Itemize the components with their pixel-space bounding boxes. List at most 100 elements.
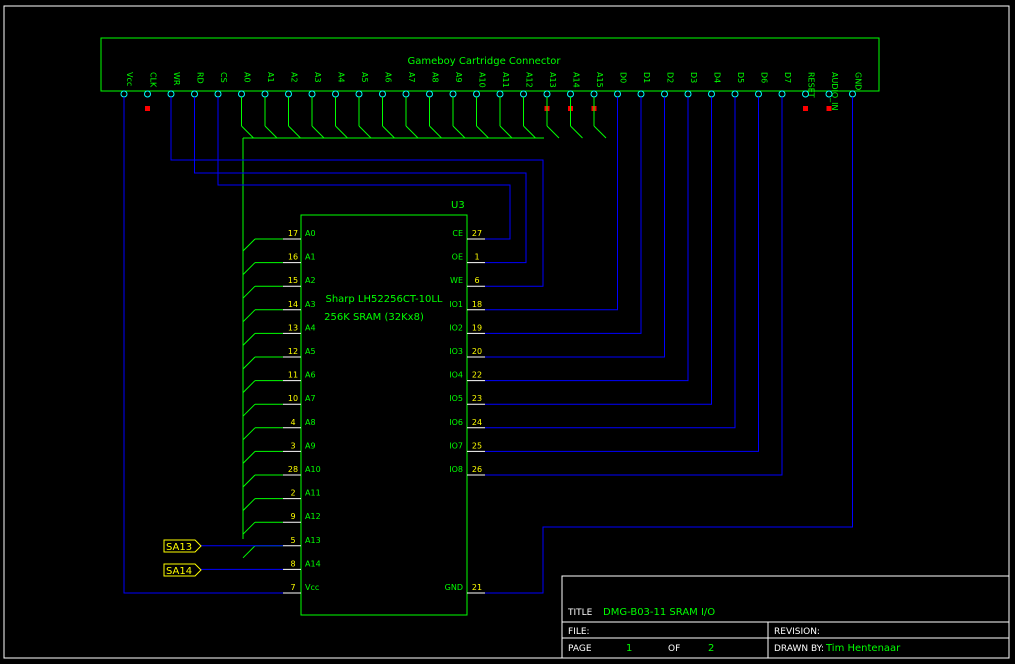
- wire-rd-oe: [194, 97, 527, 264]
- net-label-sa14-text: SA14: [166, 566, 192, 577]
- bus-entry-a2: [288, 125, 301, 139]
- wire-d0-io1: [485, 97, 618, 311]
- connector-pin-rd: [191, 90, 198, 98]
- page-total: 2: [708, 643, 714, 654]
- connector-pin-label-a9: A9: [454, 72, 463, 83]
- net-label-sa13: SA13: [163, 539, 202, 553]
- connector-pin-gnd: [849, 90, 856, 98]
- drawn-by-label: DRAWN BY:: [774, 644, 824, 654]
- chip-pin-number-a8: 4: [290, 418, 295, 427]
- connector-pin-label-a4: A4: [337, 72, 346, 83]
- connector-pin-a1: [261, 90, 269, 98]
- chip-pin-number-io2: 19: [472, 323, 482, 332]
- connector-pin-audio-in: [825, 90, 833, 98]
- chip-pin-number-we: 6: [474, 276, 479, 285]
- connector-pin-d3: [684, 90, 692, 98]
- chip-pin-number-a12: 9: [290, 512, 295, 521]
- connector-pin-d2: [661, 90, 668, 98]
- connector-pin-a2: [285, 90, 292, 98]
- chip-pin-number-a4: 13: [288, 323, 298, 332]
- wire-d5-io6: [485, 97, 736, 429]
- chip-description: 256K SRAM (32Kx8): [324, 312, 424, 323]
- connector-pin-a3: [308, 90, 316, 98]
- connector-pin-label-clk: CLK: [149, 72, 158, 88]
- connector-pin-label-a10: A10: [478, 72, 487, 88]
- bus-entry-a11: [499, 125, 513, 139]
- bus-entry-a9: [452, 125, 466, 139]
- net-label-sa14: SA14: [163, 563, 202, 577]
- bus-exit-a12: [242, 521, 256, 535]
- connector-pin-label-d5: D5: [736, 72, 745, 83]
- connector-pin-label-cs: CS: [219, 72, 228, 83]
- bus-exit-a7: [242, 403, 256, 417]
- connector-pin-label-wr: WR: [172, 72, 181, 86]
- bus-exit-a6: [242, 380, 256, 393]
- connector-pin-a13: [543, 90, 551, 98]
- chip-pin-name-gnd: GND: [445, 583, 463, 592]
- bus-entry-a12: [523, 125, 536, 139]
- connector-pin-label-reset: RESET: [807, 72, 816, 98]
- connector-pin-label-a12: A12: [525, 72, 534, 88]
- connector-pin-label-a3: A3: [313, 72, 322, 83]
- chip-pin-name-a9: A9: [305, 441, 316, 450]
- connector-pin-label-d3: D3: [689, 72, 698, 83]
- wire-d1-io2: [485, 97, 642, 334]
- connector-pin-label-a11: A11: [501, 72, 510, 88]
- chip-pin-number-a1: 16: [288, 253, 298, 262]
- connector-pin-label-a1: A1: [266, 72, 275, 83]
- connector-pin-label-d1: D1: [642, 72, 651, 83]
- chip-pin-number-a5: 12: [288, 347, 298, 356]
- chip-pin-name-ce: CE: [452, 229, 463, 238]
- chip-pin-name-a3: A3: [305, 300, 316, 309]
- bus-exit-a3: [242, 309, 256, 323]
- connector-pin-label-a5: A5: [360, 72, 369, 83]
- connector-pin-a5: [355, 90, 363, 98]
- connector-pin-a8: [426, 90, 433, 98]
- chip-pin-number-a0: 17: [288, 229, 298, 238]
- chip-pin-name-a1: A1: [305, 253, 316, 262]
- revision-label: REVISION:: [774, 627, 820, 637]
- bus-entry-a8: [429, 125, 442, 139]
- bus-exit-a5: [242, 356, 256, 370]
- connector-pin-label-a13: A13: [548, 72, 557, 88]
- connector-pin-a0: [238, 90, 245, 98]
- chip-name: Sharp LH52256CT-10LL: [325, 294, 442, 305]
- bus-exit-a13: [242, 545, 256, 559]
- chip-pin-name-a4: A4: [305, 323, 316, 332]
- chip-pin-number-io4: 22: [472, 371, 482, 380]
- bus-entry-a4: [335, 125, 348, 139]
- wire-d6-io7: [485, 97, 759, 452]
- chip-pin-number-a3: 14: [288, 300, 298, 309]
- chip-pin-name-io7: IO7: [449, 441, 463, 450]
- title-block: [561, 575, 1010, 659]
- drawing-frame: [3, 5, 1010, 659]
- chip-pin-number-a7: 10: [288, 394, 298, 403]
- chip-pin-number-a10: 28: [288, 465, 298, 474]
- connector-pin-d1: [637, 90, 645, 98]
- connector-pin-a4: [332, 90, 339, 98]
- bus-exit-a8: [242, 427, 256, 441]
- chip-pin-number-io8: 26: [472, 465, 482, 474]
- chip-pin-name-a10: A10: [305, 465, 321, 474]
- connector-pin-label-a0: A0: [243, 72, 252, 83]
- connector-pin-label-a7: A7: [407, 72, 416, 83]
- connector-pin-a7: [402, 90, 410, 98]
- connector-pin-a11: [496, 90, 504, 98]
- bus-exit-a1: [242, 262, 256, 275]
- title-block-frame: [561, 575, 1010, 659]
- bus-entry-a1: [264, 125, 278, 139]
- connector-pin-a14: [567, 90, 574, 98]
- chip-pin-number-vcc: 7: [290, 583, 295, 592]
- chip-pin-number-a2: 15: [288, 276, 298, 285]
- connector-pin-label-vcc: Vcc: [125, 72, 134, 86]
- connector-body: [100, 37, 880, 92]
- chip-pin-number-io3: 20: [472, 347, 482, 356]
- net-label-sa13-flag: [163, 539, 202, 553]
- bus-exit-a11: [242, 498, 256, 511]
- chip-pin-name-io5: IO5: [449, 394, 463, 403]
- connector-pin-cs: [214, 90, 222, 98]
- chip-pin-name-io4: IO4: [449, 371, 463, 380]
